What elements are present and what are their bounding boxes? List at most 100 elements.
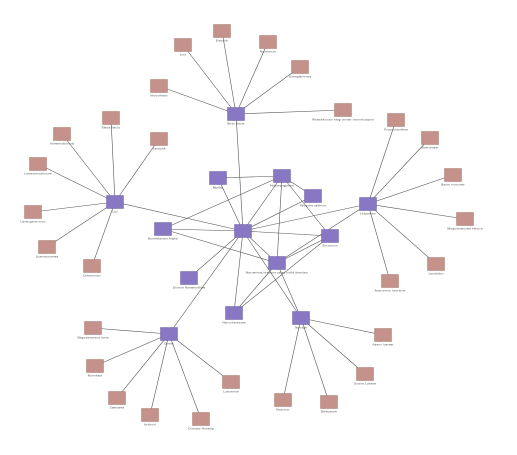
leaf-node-t5[interactable]: Nrocvrhean [150,79,168,98]
node-box[interactable] [141,408,159,422]
node-box[interactable] [259,35,277,49]
leaf-node-b5[interactable]: Dcanaor Hocenlp [188,412,214,431]
node-label: Nbgoeianoreca icsoe [77,336,108,340]
node-label: Mioavrre aelihiiur [300,204,327,208]
leaf-node-l6[interactable]: Luaroaonumee [36,240,59,259]
node-label: Saeiowee [110,406,125,410]
leaf-node-b4[interactable]: Hrilinvrl [141,408,159,427]
leaf-node-b1[interactable]: Nbgoeianoreca icsoe [77,321,109,340]
node-label: Lienkcgene ooicr [20,220,46,224]
node-box[interactable] [234,224,252,238]
node-box[interactable] [86,359,104,373]
leaf-node-r4[interactable]: Nlogorlaiancate hiinoce [447,212,483,231]
node-box[interactable] [106,195,124,209]
edge-h_c-center [242,195,314,232]
node-box[interactable] [102,111,120,125]
hub-node-h_left[interactable]: Loo [106,195,124,214]
node-box[interactable] [227,107,245,121]
leaf-node-c4[interactable]: Brfeuarsre [320,395,338,414]
hub-node-h_c[interactable]: Mioavrre aelihiiur [300,189,327,208]
node-box[interactable] [387,113,405,127]
leaf-node-r1[interactable]: Pcoumnaorthea [384,113,408,132]
node-box[interactable] [150,132,168,146]
hub-node-h_g[interactable]: Hencolnmiauee [222,306,246,325]
leaf-node-t1[interactable]: Loci [174,38,192,57]
hub-node-center[interactable] [234,224,252,238]
leaf-node-t3[interactable]: Niomoncnr [259,35,277,54]
node-box[interactable] [421,131,439,145]
edge-h_e-center [162,228,244,232]
leaf-node-l4[interactable]: Lianevrmoahniure [24,157,52,176]
node-box[interactable] [374,328,392,342]
node-box[interactable] [268,256,286,270]
node-box[interactable] [108,391,126,405]
node-box[interactable] [53,127,71,141]
node-box[interactable] [291,60,309,74]
leaf-node-b3[interactable]: Saeiowee [108,391,126,410]
leaf-node-t4[interactable]: Onenglarnrnoe [289,60,312,79]
hub-node-h_a[interactable]: Mobsepngphem [270,169,294,188]
node-box[interactable] [38,240,56,254]
node-box[interactable] [456,212,474,226]
leaf-node-b2[interactable]: Niornhaid [86,359,104,378]
edge-h_right-r3 [367,174,454,205]
hub-node-h_bl[interactable]: Dooes [160,327,178,346]
node-box[interactable] [274,393,292,407]
node-box[interactable] [273,169,291,183]
node-box[interactable] [225,306,243,320]
leaf-node-r3[interactable]: Baurn nurouner [441,168,466,187]
node-label: Rhatradiocsin hiogi annier nnnnntcrppnn [312,118,374,122]
node-box[interactable] [292,311,310,325]
node-box[interactable] [427,257,445,271]
leaf-node-t6[interactable]: Rhatradiocsin hiogi annier nnnnntcrppnn [312,103,374,122]
leaf-node-l2[interactable]: Aohemintnnonis [50,127,75,146]
hub-node-h_mid[interactable]: Nacrwiroes hreviecs rakes niolid lbercte… [246,256,309,275]
leaf-node-b6[interactable]: Luecernoe [222,375,240,394]
leaf-node-l1[interactable]: Rlesis Haclic [102,111,121,130]
node-box[interactable] [180,271,198,285]
hub-node-h_top[interactable]: Birds Hacer [227,107,245,126]
node-box[interactable] [84,321,102,335]
node-box[interactable] [444,168,462,182]
hub-node-h_b[interactable]: Ntjotsy [209,171,227,190]
node-box[interactable] [304,189,322,203]
leaf-node-r5[interactable]: Lenrlaiton [427,257,445,276]
node-box[interactable] [154,222,172,236]
node-label: Onenglarnrnoe [289,75,312,79]
leaf-node-c2[interactable]: Ouainc Lueaoe [354,367,376,386]
leaf-node-l5[interactable]: Lienkcgene ooicr [20,205,47,224]
leaf-node-l3[interactable]: Saneaiot [150,132,168,151]
leaf-node-r6[interactable]: Roeciorinic hacrerne [375,274,406,293]
node-box[interactable] [29,157,47,171]
node-box[interactable] [160,327,178,341]
node-box[interactable] [213,24,231,38]
node-box[interactable] [209,171,227,185]
node-box[interactable] [321,229,339,243]
edge-h_bl-b6 [168,333,232,383]
node-box[interactable] [320,395,338,409]
node-box[interactable] [24,205,42,219]
hub-node-h_right[interactable]: Hubsetian [359,197,377,216]
leaf-node-c3[interactable]: Noavrocr [274,393,292,412]
node-box[interactable] [359,197,377,211]
hub-node-h_br[interactable]: Nondge [292,311,310,330]
leaf-node-r2[interactable]: Noerumaer [421,131,440,150]
hub-node-h_d[interactable]: Sncncioon [321,229,339,248]
leaf-node-l7[interactable]: Dotnnnnacr [83,259,102,278]
edge-h_top-center [235,113,244,232]
node-box[interactable] [381,274,399,288]
node-box[interactable] [174,38,192,52]
node-box[interactable] [83,259,101,273]
node-box[interactable] [222,375,240,389]
hub-node-h_f[interactable]: Dovicm Ranwhodhiee [173,271,206,290]
node-box[interactable] [150,79,168,93]
leaf-node-c1[interactable]: Aaenu Iueraer [372,328,394,347]
node-box[interactable] [192,412,210,426]
node-label: Eumaidr [216,39,229,43]
leaf-node-t2[interactable]: Eumaidr [213,24,231,43]
node-box[interactable] [356,367,374,381]
hub-node-h_e[interactable]: Nurnfakinsen Anpnn [148,222,179,241]
node-box[interactable] [334,103,352,117]
